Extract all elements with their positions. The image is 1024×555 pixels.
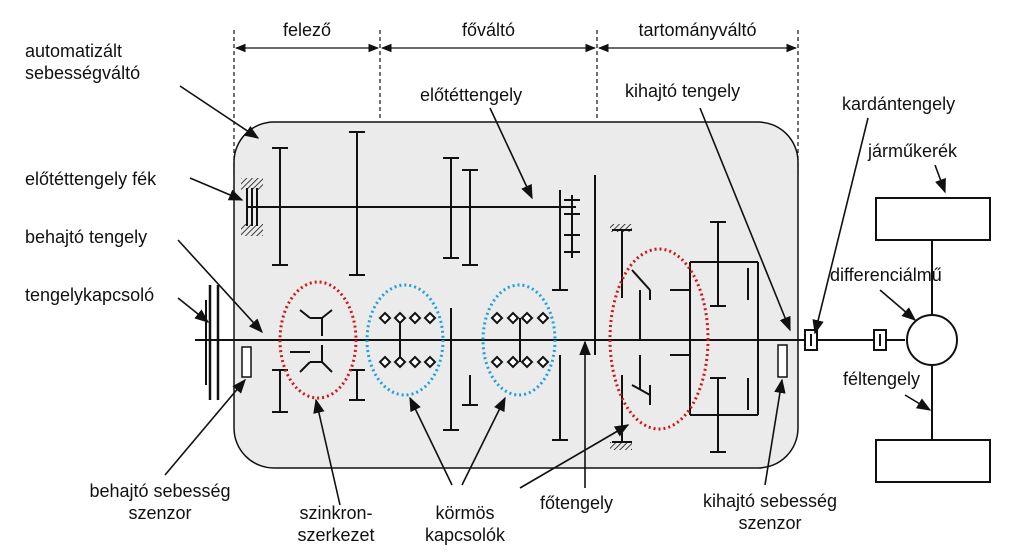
drivetrain	[804, 197, 991, 483]
dog-clutch-2	[490, 311, 550, 369]
label-automatizalt: automatizált sebességváltó	[25, 41, 141, 83]
label-behajto-tengely: behajtó tengely	[25, 227, 148, 247]
section-dividers	[233, 30, 799, 175]
range-ground-top	[610, 224, 632, 232]
range-ring	[608, 247, 710, 431]
gearbox-housing	[233, 121, 799, 469]
dog-ring-2	[481, 283, 557, 397]
section-label-tartomany: tartományváltó	[638, 20, 757, 40]
label-fotengely: főtengely	[540, 493, 614, 513]
leader-arrows	[164, 85, 946, 506]
label-differencialmu: differenciálmű	[830, 265, 942, 285]
dog-clutch-1	[378, 311, 437, 369]
label-kormos-kapcsolok: körmös kapcsolók	[424, 503, 506, 545]
label-elotettengely-fek: előtéttengely fék	[25, 169, 157, 189]
dog-ring-1	[365, 283, 445, 397]
synchro-ring	[278, 280, 358, 400]
section-label-felezo: felező	[282, 20, 332, 40]
section-label-fovalto: főváltó	[461, 20, 516, 40]
label-behajto-sebesseg-szenzor: behajtó sebesség szenzor	[89, 481, 231, 523]
label-elotettengely: előtéttengely	[420, 85, 523, 105]
label-kardantengely: kardántengely	[842, 94, 956, 114]
input-speed-sensor	[241, 346, 252, 378]
label-kihajto-tengely: kihajtó tengely	[625, 81, 741, 101]
shafts	[195, 131, 905, 453]
output-speed-sensor	[777, 344, 788, 378]
label-feltengely: féltengely	[843, 369, 921, 389]
label-szinkronszerkezet: szinkron- szerkezet	[297, 503, 375, 545]
splitter-synchronizer	[290, 309, 333, 373]
label-tengelykapcsolo: tengelykapcsoló	[25, 285, 155, 305]
range-ground-bottom	[610, 442, 632, 450]
label-kihajto-sebesseg-szenzor: kihajtó sebesség szenzor	[702, 491, 838, 533]
label-jarmukerek: járműkerék	[868, 141, 958, 161]
